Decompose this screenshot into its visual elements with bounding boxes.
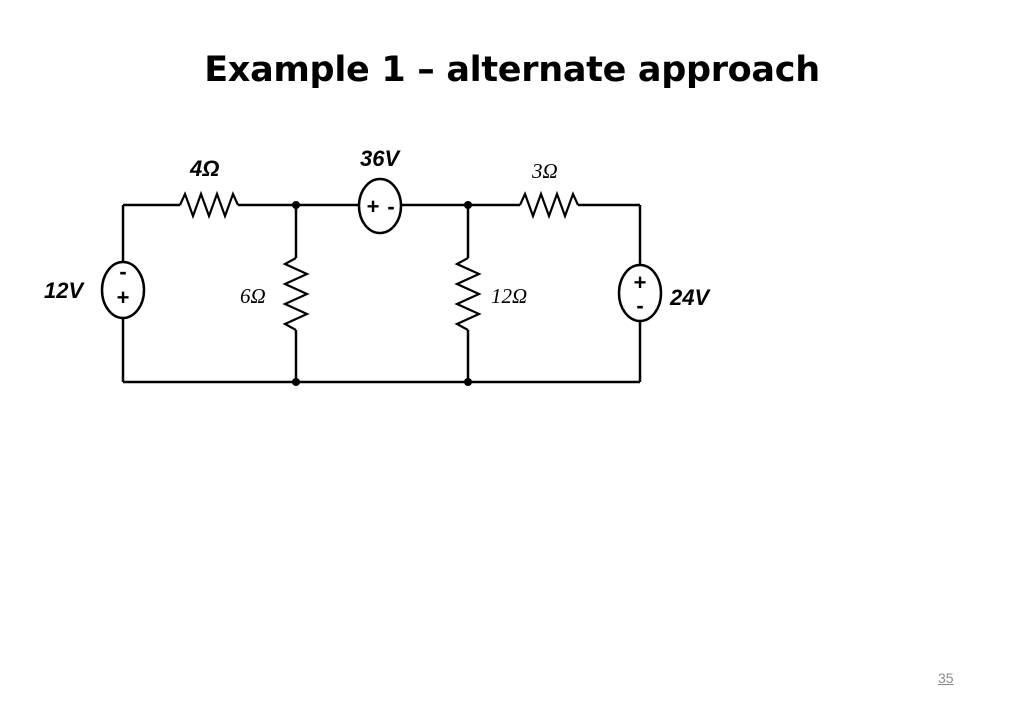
label-4ohm: 4Ω — [189, 156, 219, 181]
source-36v-left-sign: + — [367, 194, 380, 219]
junction-nodes — [292, 201, 472, 386]
label-12ohm: 12Ω — [491, 284, 527, 308]
voltage-source-24v: + - — [617, 263, 663, 323]
page-number: 35 — [938, 670, 954, 686]
wires — [121, 203, 642, 384]
voltage-source-36v: + - — [357, 177, 403, 235]
resistor-4ohm — [178, 190, 240, 220]
resistor-12ohm — [454, 257, 482, 331]
node-bottom-right — [464, 378, 472, 386]
slide-title: Example 1 – alternate approach — [204, 50, 820, 90]
resistor-3ohm — [518, 190, 580, 220]
node-bottom-left — [292, 378, 300, 386]
voltage-source-12v: - + — [100, 259, 146, 320]
source-12v-top-sign: - — [119, 259, 126, 284]
label-24v: 24V — [669, 285, 711, 310]
label-6ohm: 6Ω — [240, 284, 266, 308]
source-12v-bottom-sign: + — [117, 285, 130, 310]
resistor-6ohm — [282, 257, 310, 331]
source-24v-top-sign: + — [634, 270, 647, 295]
label-12v: 12V — [44, 278, 85, 303]
source-24v-bottom-sign: - — [636, 293, 643, 318]
node-top-left — [292, 201, 300, 209]
node-top-right — [464, 201, 472, 209]
label-36v: 36V — [360, 146, 401, 171]
source-36v-right-sign: - — [387, 194, 394, 219]
label-3ohm: 3Ω — [531, 159, 558, 183]
